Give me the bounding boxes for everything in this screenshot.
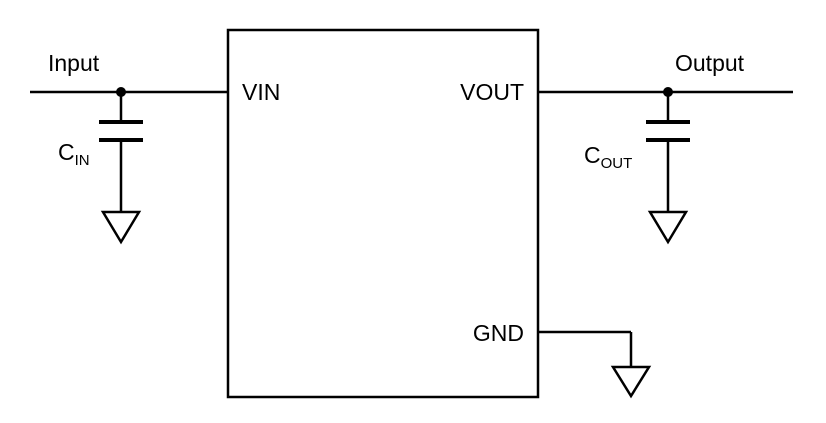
ground-symbol-input — [100, 210, 142, 245]
cin-label: CIN — [58, 139, 90, 169]
ground-symbol-gnd — [610, 365, 652, 399]
output-label: Output — [675, 50, 745, 76]
input-node-dot — [116, 87, 126, 97]
output-capacitor — [646, 92, 690, 245]
output-node-dot — [663, 87, 673, 97]
vout-pin-label: VOUT — [460, 79, 524, 105]
cout-label: COUT — [584, 142, 632, 172]
vin-pin-label: VIN — [242, 79, 280, 105]
cin-label-main: C — [58, 139, 75, 165]
cout-label-sub: OUT — [601, 155, 633, 172]
gnd-pin-label: GND — [473, 320, 524, 346]
cout-label-main: C — [584, 142, 601, 168]
ic-block — [226, 28, 540, 399]
gnd-branch — [538, 330, 652, 399]
input-label: Input — [48, 50, 100, 76]
cin-label-sub: IN — [75, 152, 90, 169]
input-capacitor — [99, 92, 143, 245]
ground-symbol-output — [647, 210, 689, 245]
